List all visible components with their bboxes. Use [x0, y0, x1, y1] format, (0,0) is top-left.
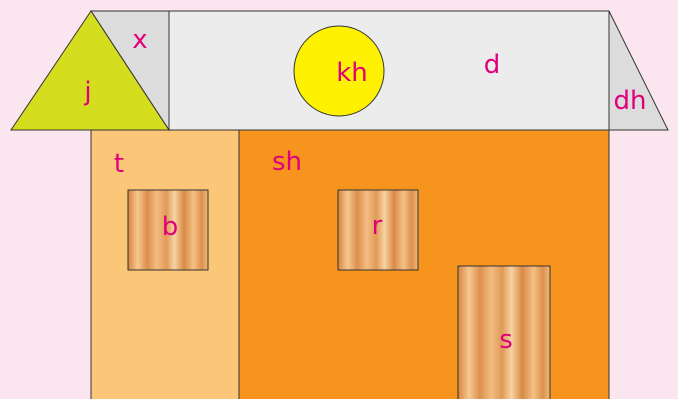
- label-t: t: [113, 149, 125, 179]
- label-b: b: [161, 212, 179, 242]
- roof-triangle-j: [10, 10, 170, 131]
- label-dh: dh: [613, 86, 647, 116]
- roof-corner-dh: [608, 10, 669, 131]
- label-kh: kh: [336, 58, 368, 88]
- window-r: [337, 189, 419, 271]
- roof-band-d: [168, 10, 610, 131]
- sun-kh: [293, 25, 385, 117]
- door-s: [457, 265, 551, 399]
- label-r: r: [371, 211, 383, 241]
- label-sh: sh: [271, 147, 303, 177]
- label-j: j: [84, 77, 92, 107]
- label-x: x: [132, 25, 148, 55]
- window-b: [127, 189, 209, 271]
- label-s: s: [499, 325, 513, 355]
- label-d: d: [483, 50, 501, 80]
